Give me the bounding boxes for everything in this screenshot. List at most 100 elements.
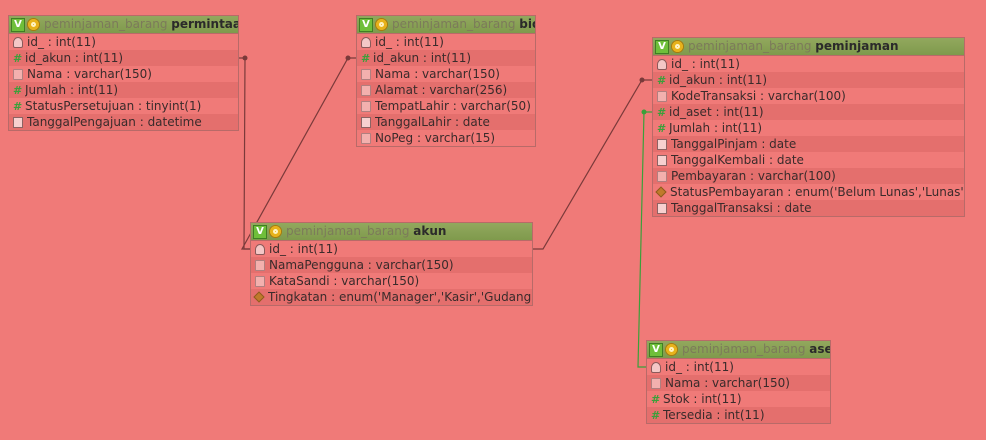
text-column-icon bbox=[361, 132, 371, 144]
column-label: Nama : varchar(150) bbox=[27, 67, 152, 81]
column-label: TanggalTransaksi : date bbox=[671, 201, 812, 215]
column-row[interactable]: #id_akun : int(11) bbox=[9, 50, 238, 66]
numeric-column-icon: # bbox=[361, 51, 371, 65]
column-row[interactable]: #Jumlah : int(11) bbox=[653, 120, 964, 136]
column-label: KataSandi : varchar(150) bbox=[269, 274, 420, 288]
column-row[interactable]: TanggalTransaksi : date bbox=[653, 200, 964, 216]
table-db-name: peminjaman_barang bbox=[44, 17, 172, 31]
primary-key-icon bbox=[657, 58, 667, 70]
column-row[interactable]: id_ : int(11) bbox=[647, 359, 830, 375]
column-row[interactable]: id_ : int(11) bbox=[653, 56, 964, 72]
column-row[interactable]: NoPeg : varchar(15) bbox=[357, 130, 535, 146]
column-label: Tersedia : int(11) bbox=[663, 408, 765, 422]
table-toggle-check-icon[interactable]: V bbox=[11, 17, 25, 32]
text-column-icon bbox=[657, 90, 667, 102]
column-row[interactable]: #StatusPersetujuan : tinyint(1) bbox=[9, 98, 238, 114]
column-row[interactable]: Tingkatan : enum('Manager','Kasir','Guda… bbox=[251, 289, 532, 305]
column-row[interactable]: KataSandi : varchar(150) bbox=[251, 273, 532, 289]
column-row[interactable]: StatusPembayaran : enum('Belum Lunas','L… bbox=[653, 184, 964, 200]
column-label: id_akun : int(11) bbox=[669, 73, 768, 87]
table-name: akun bbox=[413, 224, 447, 238]
column-row[interactable]: #Jumlah : int(11) bbox=[9, 82, 238, 98]
date-column-icon bbox=[657, 138, 667, 150]
table-toggle-check-icon[interactable]: V bbox=[359, 17, 373, 32]
column-row[interactable]: TanggalPinjam : date bbox=[653, 136, 964, 152]
column-row[interactable]: Alamat : varchar(256) bbox=[357, 82, 535, 98]
text-column-icon bbox=[361, 100, 371, 112]
column-row[interactable]: #id_akun : int(11) bbox=[653, 72, 964, 88]
text-column-icon bbox=[361, 84, 371, 96]
table-title: peminjaman_barang akun bbox=[286, 223, 532, 240]
primary-key-icon bbox=[255, 243, 265, 255]
column-label: Jumlah : int(11) bbox=[669, 121, 763, 135]
column-row[interactable]: TanggalLahir : date bbox=[357, 114, 535, 130]
date-column-icon bbox=[361, 116, 371, 128]
numeric-column-icon: # bbox=[657, 73, 667, 87]
column-row[interactable]: id_ : int(11) bbox=[251, 241, 532, 257]
table-options-gear-icon[interactable] bbox=[671, 40, 684, 53]
column-label: id_ : int(11) bbox=[375, 35, 444, 49]
column-label: TanggalKembali : date bbox=[671, 153, 804, 167]
numeric-column-icon: # bbox=[13, 99, 23, 113]
table-toggle-check-icon[interactable]: V bbox=[253, 224, 267, 239]
column-label: id_akun : int(11) bbox=[25, 51, 124, 65]
column-row[interactable]: id_ : int(11) bbox=[9, 34, 238, 50]
column-row[interactable]: Nama : varchar(150) bbox=[647, 375, 830, 391]
column-row[interactable]: KodeTransaksi : varchar(100) bbox=[653, 88, 964, 104]
primary-key-icon bbox=[13, 36, 23, 48]
relation-line bbox=[637, 111, 652, 368]
text-column-icon bbox=[657, 170, 667, 182]
column-row[interactable]: #Tersedia : int(11) bbox=[647, 407, 830, 423]
text-column-icon bbox=[255, 259, 265, 271]
column-label: Tingkatan : enum('Manager','Kasir','Guda… bbox=[268, 290, 532, 304]
relation-line bbox=[240, 57, 356, 250]
column-label: KodeTransaksi : varchar(100) bbox=[671, 89, 846, 103]
date-column-icon bbox=[13, 116, 23, 128]
column-row[interactable]: Nama : varchar(150) bbox=[357, 66, 535, 82]
column-row[interactable]: TanggalKembali : date bbox=[653, 152, 964, 168]
enum-column-icon bbox=[655, 186, 667, 198]
relation-endpoint bbox=[639, 77, 645, 83]
column-row[interactable]: Nama : varchar(150) bbox=[9, 66, 238, 82]
relation-endpoint bbox=[641, 109, 647, 115]
table-options-gear-icon[interactable] bbox=[665, 343, 678, 356]
column-row[interactable]: TanggalPengajuan : datetime bbox=[9, 114, 238, 130]
primary-key-icon bbox=[361, 36, 371, 48]
column-row[interactable]: TempatLahir : varchar(50) bbox=[357, 98, 535, 114]
relation-endpoint bbox=[345, 55, 351, 61]
table-name: aset bbox=[809, 342, 830, 356]
table-options-gear-icon[interactable] bbox=[27, 18, 40, 31]
column-label: id_ : int(11) bbox=[671, 57, 740, 71]
table-toggle-check-icon[interactable]: V bbox=[655, 39, 669, 54]
column-row[interactable]: id_ : int(11) bbox=[357, 34, 535, 50]
column-row[interactable]: #Stok : int(11) bbox=[647, 391, 830, 407]
table-title: peminjaman_barang peminjaman bbox=[688, 38, 964, 55]
date-column-icon bbox=[657, 202, 667, 214]
column-row[interactable]: #id_aset : int(11) bbox=[653, 104, 964, 120]
column-row[interactable]: Pembayaran : varchar(100) bbox=[653, 168, 964, 184]
column-row[interactable]: #id_akun : int(11) bbox=[357, 50, 535, 66]
table-options-gear-icon[interactable] bbox=[269, 225, 282, 238]
column-label: StatusPersetujuan : tinyint(1) bbox=[25, 99, 202, 113]
column-label: id_ : int(11) bbox=[269, 242, 338, 256]
text-column-icon bbox=[361, 68, 371, 80]
column-row[interactable]: NamaPengguna : varchar(150) bbox=[251, 257, 532, 273]
table-db-name: peminjaman_barang bbox=[392, 17, 520, 31]
table-options-gear-icon[interactable] bbox=[375, 18, 388, 31]
column-label: StatusPembayaran : enum('Belum Lunas','L… bbox=[670, 185, 964, 199]
table-db-name: peminjaman_barang bbox=[688, 39, 816, 53]
table-toggle-check-icon[interactable]: V bbox=[649, 342, 663, 357]
text-column-icon bbox=[651, 377, 661, 389]
table-title: peminjaman_barang permintaan bbox=[44, 16, 238, 33]
